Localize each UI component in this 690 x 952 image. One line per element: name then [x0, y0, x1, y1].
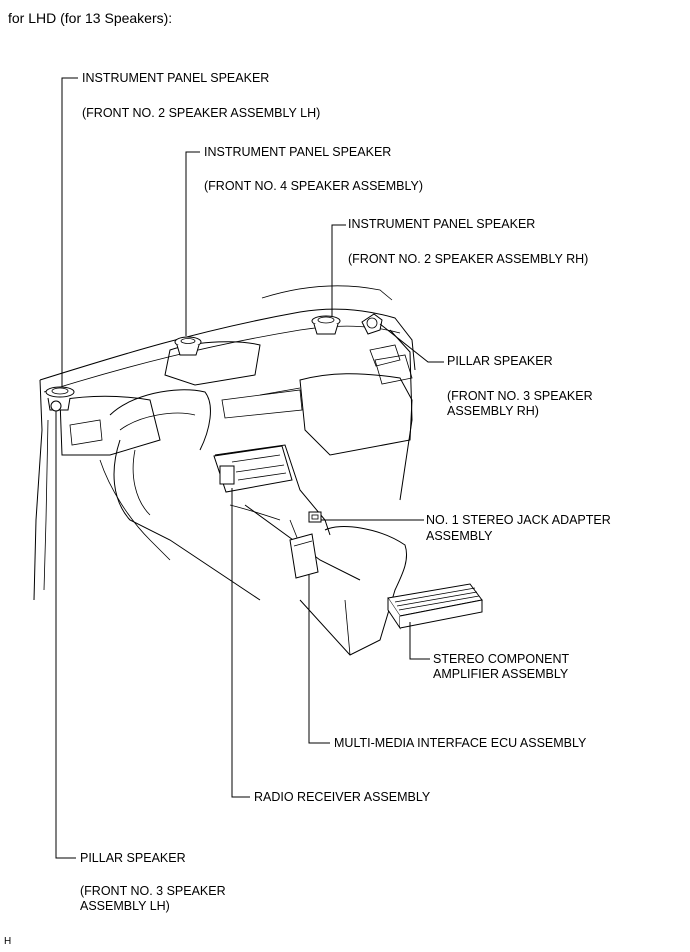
label-ip-speaker-center: INSTRUMENT PANEL SPEAKER: [204, 145, 392, 159]
label-pillar-speaker-rh-part-1: (FRONT NO. 3 SPEAKER: [447, 389, 593, 403]
label-stereo-jack-1: NO. 1 STEREO JACK ADAPTER: [426, 513, 611, 527]
label-pillar-speaker-rh-part-2: ASSEMBLY RH): [447, 404, 539, 418]
figure-code: H: [4, 936, 12, 947]
center-speaker-graphic: [174, 336, 202, 356]
dashboard-top-outline: [39, 308, 416, 381]
label-ip-speaker-center-part: (FRONT NO. 4 SPEAKER ASSEMBLY): [204, 179, 424, 193]
leader-pillar-speaker-lh: [55, 411, 76, 859]
amplifier-graphic: [387, 583, 483, 630]
label-pillar-speaker-rh: PILLAR SPEAKER: [447, 354, 553, 368]
leader-pillar-speaker-rh: [379, 323, 444, 363]
label-ecu: MULTI-MEDIA INTERFACE ECU ASSEMBLY: [334, 736, 587, 750]
rh-speaker-graphic: [311, 315, 341, 335]
armrest: [299, 525, 408, 656]
lh-speaker-graphic: [45, 386, 75, 412]
left-dash-face: [59, 395, 161, 456]
stereo-jack-graphic: [308, 511, 322, 523]
label-pillar-speaker-lh: PILLAR SPEAKER: [80, 851, 186, 865]
radio-receiver-graphic: [213, 445, 293, 493]
label-radio: RADIO RECEIVER ASSEMBLY: [254, 790, 431, 804]
left-pillar-outline: [33, 379, 43, 601]
label-ip-speaker-lh: INSTRUMENT PANEL SPEAKER: [82, 71, 270, 85]
leader-radio: [231, 488, 250, 798]
ecu-graphic: [289, 533, 319, 579]
cluster-hood: [109, 389, 211, 451]
center-stack: [214, 444, 331, 536]
label-pillar-speaker-lh-part-2: ASSEMBLY LH): [80, 899, 170, 913]
right-door-line: [389, 329, 413, 501]
label-stereo-jack-2: ASSEMBLY: [426, 529, 493, 543]
leader-amplifier: [409, 622, 430, 660]
label-ip-speaker-rh-part: (FRONT NO. 2 SPEAKER ASSEMBLY RH): [348, 252, 589, 266]
windshield-edge: [261, 285, 393, 301]
label-ip-speaker-rh: INSTRUMENT PANEL SPEAKER: [348, 217, 536, 231]
label-amplifier-2: AMPLIFIER ASSEMBLY: [433, 667, 569, 681]
label-pillar-speaker-lh-part-1: (FRONT NO. 3 SPEAKER: [80, 884, 226, 898]
leader-ip-speaker-lh: [61, 77, 78, 386]
label-amplifier-1: STEREO COMPONENT: [433, 652, 570, 666]
rh-pillar-speaker-graphic: [361, 313, 383, 335]
label-ip-speaker-lh-part: (FRONT NO. 2 SPEAKER ASSEMBLY LH): [82, 106, 321, 120]
page-heading: for LHD (for 13 Speakers):: [8, 10, 173, 26]
right-dash-face: [299, 373, 413, 456]
leader-ip-speaker-rh: [331, 224, 346, 316]
leader-ip-speaker-center: [185, 151, 200, 336]
leader-ecu: [308, 575, 330, 744]
lower-dash-left: [113, 439, 261, 601]
